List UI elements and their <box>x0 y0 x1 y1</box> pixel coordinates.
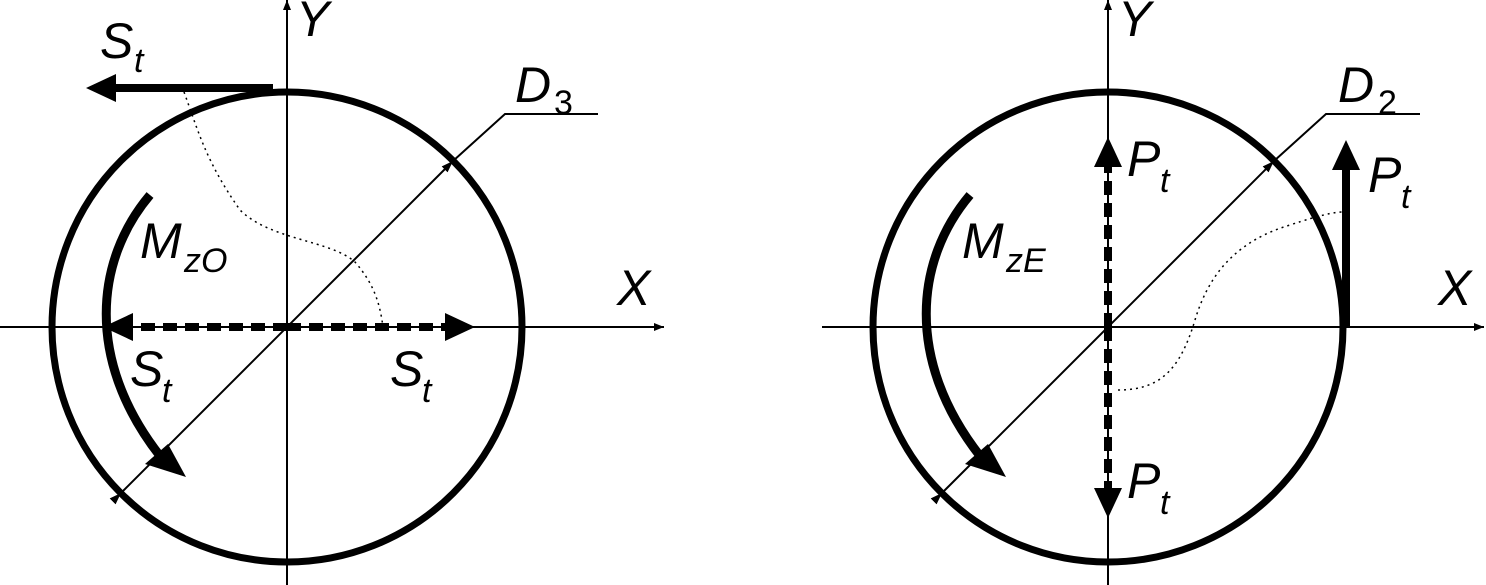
left-diagram: Y X D 3 M zO S t S t S t <box>0 0 664 585</box>
svg-text:t: t <box>134 42 145 80</box>
left-force-right-label: S t <box>390 341 433 410</box>
right-force-up-outer-label: P t <box>1368 147 1412 216</box>
left-dashed-force-right-arrowhead <box>445 313 475 341</box>
right-force-up-inner-label: P t <box>1127 131 1171 200</box>
svg-text:M: M <box>140 213 182 269</box>
left-circle <box>48 88 526 566</box>
right-diameter-label: D 2 <box>1338 57 1397 122</box>
right-dashed-force-down-arrowhead <box>1094 488 1122 518</box>
left-moment-arrowhead <box>145 444 186 477</box>
right-dashed-force-up-arrowhead <box>1094 137 1122 167</box>
left-moment-arc <box>101 192 164 459</box>
right-axis-x-label: X <box>1437 260 1473 316</box>
left-force-left-label: S t <box>130 341 173 410</box>
left-dashed-force-left-arrowhead <box>103 313 133 341</box>
svg-text:zO: zO <box>183 242 227 280</box>
svg-text:P: P <box>1127 131 1161 187</box>
left-force-top-label: S t <box>100 13 145 80</box>
right-axis-y-label: Y <box>1118 0 1155 47</box>
left-dotted-curve <box>183 91 384 328</box>
svg-text:D: D <box>1338 57 1374 113</box>
left-axis-x-label: X <box>616 260 652 316</box>
right-force-down-label: P t <box>1127 453 1171 522</box>
left-top-force-arrowhead <box>86 74 116 102</box>
right-moment-arc <box>921 192 984 459</box>
svg-text:t: t <box>422 372 433 410</box>
right-moment-arrowhead <box>965 444 1006 477</box>
left-diameter-leader <box>452 113 598 162</box>
right-moment-label: M zE <box>962 213 1046 280</box>
right-diagram: Y X D 2 M zE P t P t P t <box>822 0 1484 585</box>
svg-text:t: t <box>1160 162 1171 200</box>
svg-text:zE: zE <box>1005 242 1046 280</box>
right-solid-force-up-arrowhead <box>1332 140 1360 170</box>
left-moment-label: M zO <box>140 213 227 280</box>
right-diameter-leader <box>1273 113 1420 162</box>
svg-text:S: S <box>390 341 423 397</box>
left-axis-y-label: Y <box>296 0 333 47</box>
svg-text:S: S <box>130 341 163 397</box>
svg-text:P: P <box>1368 147 1402 203</box>
svg-text:t: t <box>1401 178 1412 216</box>
left-diameter-label: D 3 <box>515 57 573 122</box>
svg-text:D: D <box>515 57 551 113</box>
svg-text:S: S <box>100 13 133 69</box>
svg-text:t: t <box>162 372 173 410</box>
svg-text:M: M <box>962 213 1004 269</box>
svg-text:2: 2 <box>1378 84 1397 122</box>
svg-text:t: t <box>1160 484 1171 522</box>
right-dotted-curve <box>1117 211 1343 391</box>
svg-text:P: P <box>1127 453 1161 509</box>
svg-text:3: 3 <box>554 84 573 122</box>
